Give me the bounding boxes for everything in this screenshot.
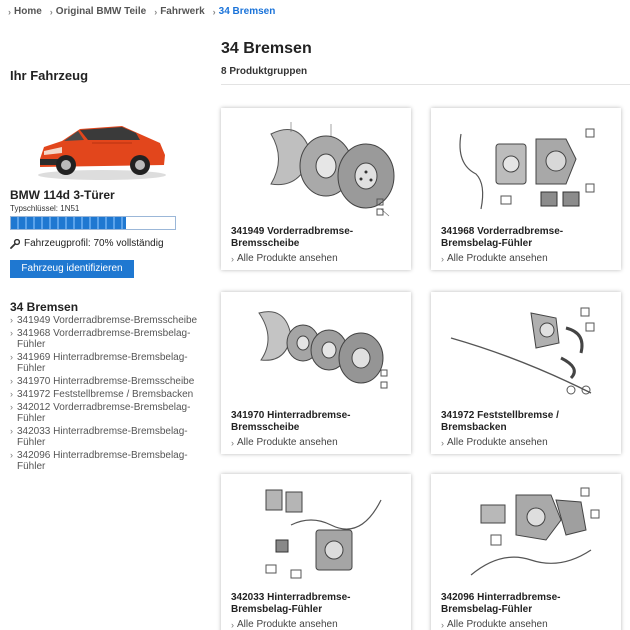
profile-progress-bar [10, 216, 176, 230]
card-title: 341972 Feststellbremse / Bremsbacken [441, 410, 559, 433]
chevron-right-icon: › [231, 619, 234, 630]
category-link-341972[interactable]: ›341972 Feststellbremse / Bremsbacken [10, 389, 194, 400]
chevron-right-icon: › [8, 6, 11, 17]
view-all-products-link[interactable]: ›Alle Produkte ansehen [441, 437, 548, 448]
view-all-products-link[interactable]: ›Alle Produkte ansehen [441, 253, 548, 264]
product-card-342096[interactable]: 342096 Hinterradbremse-Bremsbelag-Fühler… [431, 474, 621, 630]
product-card-341972[interactable]: 341972 Feststellbremse / Bremsbacken ›Al… [431, 292, 621, 454]
product-card-341970[interactable]: 341970 Hinterradbremse-Bremsscheibe ›All… [221, 292, 411, 454]
category-link-341970[interactable]: ›341970 Hinterradbremse-Bremsscheibe [10, 376, 195, 387]
breadcrumb-fahrwerk[interactable]: ›Fahrwerk [154, 6, 205, 17]
chevron-right-icon: › [10, 315, 13, 325]
category-link-341968[interactable]: ›341968 Vorderradbremse-Bremsbelag-Fühle… [10, 328, 191, 350]
rear-brake-disc-diagram [258, 311, 388, 389]
wrench-icon [10, 238, 20, 249]
product-group-count: 8 Produktgruppen [221, 66, 308, 77]
chevron-right-icon: › [49, 6, 53, 17]
breadcrumb-current: ›34 Bremsen [212, 6, 276, 17]
category-list: ›341949 Vorderradbremse-Bremsscheibe ›34… [10, 315, 200, 474]
view-all-products-link[interactable]: ›Alle Produkte ansehen [231, 253, 338, 264]
category-link-342096[interactable]: ›342096 Hinterradbremse-Bremsbelag-Fühle… [10, 450, 188, 472]
category-link-341949[interactable]: ›341949 Vorderradbremse-Bremsscheibe [10, 315, 198, 326]
category-link-342033[interactable]: ›342033 Hinterradbremse-Bremsbelag-Fühle… [10, 426, 188, 448]
product-card-342033[interactable]: 342033 Hinterradbremse-Bremsbelag-Fühler… [221, 474, 411, 630]
view-all-products-link[interactable]: ›Alle Produkte ansehen [441, 619, 548, 630]
product-card-341968[interactable]: 341968 Vorderradbremse-Bremsbelag-Fühler… [431, 108, 621, 270]
parking-brake-diagram [450, 307, 595, 395]
chevron-right-icon: › [10, 402, 13, 412]
page-title: 34 Bremsen [221, 40, 312, 57]
view-all-products-link[interactable]: ›Alle Produkte ansehen [231, 619, 338, 630]
view-all-products-link[interactable]: ›Alle Produkte ansehen [231, 437, 338, 448]
chevron-right-icon: › [10, 389, 13, 399]
car-image [38, 126, 166, 180]
breadcrumb-home[interactable]: ›Home [8, 6, 42, 17]
card-title: 341968 Vorderradbremse-Bremsbelag-Fühler [441, 226, 564, 249]
card-title: 342033 Hinterradbremse-Bremsbelag-Fühler [231, 592, 351, 615]
chevron-right-icon: › [212, 6, 216, 17]
rear-caliper-diagram [470, 487, 600, 576]
card-title: 342096 Hinterradbremse-Bremsbelag-Fühler [441, 592, 561, 615]
category-link-342012[interactable]: ›342012 Vorderradbremse-Bremsbelag-Fühle… [10, 402, 191, 424]
chevron-right-icon: › [10, 376, 13, 386]
profile-progress-fill [11, 217, 126, 229]
card-title: 341970 Hinterradbremse-Bremsscheibe [231, 410, 351, 433]
vehicle-profile-status: Fahrzeugprofil: 70% vollständig [10, 238, 164, 249]
category-title: 34 Bremsen [10, 300, 79, 314]
chevron-right-icon: › [10, 352, 13, 362]
chevron-right-icon: › [10, 328, 13, 338]
chevron-right-icon: › [10, 450, 13, 460]
chevron-right-icon: › [231, 437, 234, 448]
breadcrumb-original-bmw-teile[interactable]: ›Original BMW Teile [49, 6, 147, 17]
sidebar-title: Ihr Fahrzeug [10, 68, 89, 83]
chevron-right-icon: › [154, 6, 158, 17]
type-key: Typschlüssel: 1N51 [10, 204, 80, 213]
chevron-right-icon: › [441, 253, 444, 264]
chevron-right-icon: › [231, 253, 234, 264]
card-title: 341949 Vorderradbremse-Bremsscheibe [231, 226, 354, 249]
chevron-right-icon: › [441, 619, 444, 630]
category-link-341969[interactable]: ›341969 Hinterradbremse-Bremsbelag-Fühle… [10, 352, 188, 374]
vehicle-name: BMW 114d 3-Türer [10, 188, 115, 202]
profile-text: Fahrzeugprofil: 70% vollständig [24, 238, 164, 249]
chevron-right-icon: › [10, 426, 13, 436]
vehicle-sidebar: Ihr Fahrzeug BMW 114d 3-Türer Typschlüss… [10, 68, 200, 472]
rear-brake-pad-sensor-diagram [265, 489, 382, 579]
brake-pad-sensor-diagram [459, 128, 595, 210]
product-card-341949[interactable]: 341949 Vorderradbremse-Bremsscheibe ›All… [221, 108, 411, 270]
chevron-right-icon: › [441, 437, 444, 448]
breadcrumb: ›Home ›Original BMW Teile ›Fahrwerk ›34 … [8, 6, 275, 17]
brake-disc-diagram [270, 122, 395, 217]
identify-vehicle-button[interactable]: Fahrzeug identifizieren [10, 260, 134, 278]
divider [221, 84, 630, 85]
